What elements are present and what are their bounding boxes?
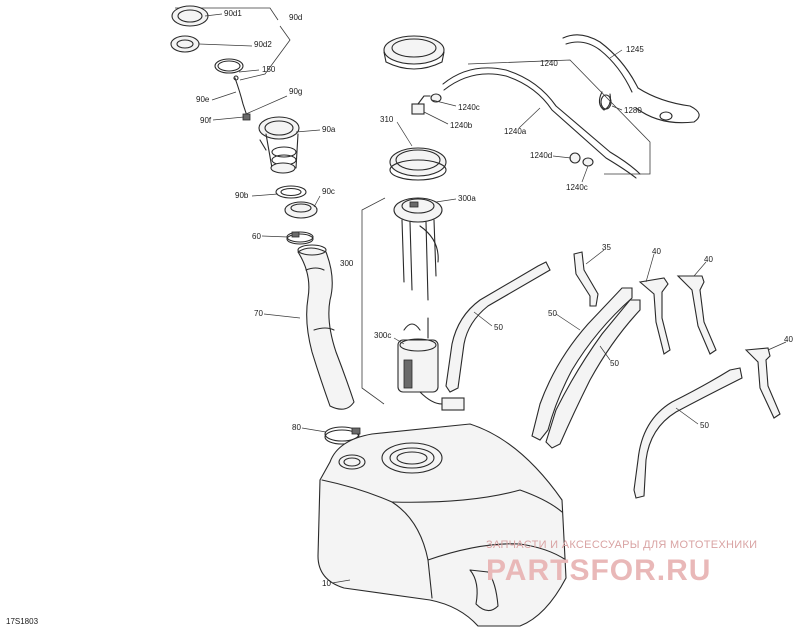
filler-neck [258, 116, 300, 174]
callout-40-a: 40 [652, 247, 661, 256]
callout-90f: 90f [200, 116, 212, 125]
callout-150: 150 [262, 65, 276, 74]
callout-90d2: 90d2 [254, 40, 272, 49]
callout-90e: 90e [196, 95, 210, 104]
callout-90d: 90d [289, 13, 302, 22]
lock-ring-310 [389, 147, 447, 181]
callout-1240c-bottom: 1240c [566, 183, 588, 192]
callout-50-b: 50 [548, 309, 557, 318]
callout-50-a: 50 [494, 323, 503, 332]
callout-50-c: 50 [610, 359, 619, 368]
callout-90c: 90c [322, 187, 335, 196]
filler-hose-70 [297, 244, 355, 410]
top-lock-ring [383, 35, 445, 70]
hose-clamp-60 [286, 231, 314, 245]
callout-10: 10 [322, 579, 331, 588]
callout-90a: 90a [322, 125, 336, 134]
callout-labels: 90d1 90d 90d2 150 90g 90e 90f 90a 90b 90… [196, 9, 793, 588]
callout-300c: 300c [374, 331, 391, 340]
callout-300: 300 [340, 259, 354, 268]
callout-40-c: 40 [784, 335, 793, 344]
vent-lines [411, 34, 700, 179]
callout-40-b: 40 [704, 255, 713, 264]
callout-50-d: 50 [700, 421, 709, 430]
callout-90g: 90g [289, 87, 302, 96]
callout-1240a: 1240a [504, 127, 527, 136]
callout-1240: 1240 [540, 59, 558, 68]
diagram-reference-code: 17S1803 [6, 617, 39, 626]
gasket-and-nut [275, 185, 318, 219]
callout-70: 70 [254, 309, 263, 318]
callout-1245: 1245 [626, 45, 644, 54]
filler-cap-assembly [170, 5, 291, 121]
callout-1280: 1280 [624, 106, 642, 115]
callout-300a: 300a [458, 194, 476, 203]
watermark-tagline: ЗАПЧАСТИ И АКСЕССУАРЫ ДЛЯ МОТОТЕХНИКИ [486, 539, 757, 551]
callout-1240c-top: 1240c [458, 103, 480, 112]
watermark-logo: PARTSFOR.RU [486, 554, 711, 587]
fuel-tank [317, 423, 567, 627]
tank-straps [445, 251, 781, 499]
callout-60: 60 [252, 232, 261, 241]
callout-90b: 90b [235, 191, 249, 200]
callout-35: 35 [602, 243, 611, 252]
watermark: ЗАПЧАСТИ И АКСЕССУАРЫ ДЛЯ МОТОТЕХНИКИ PA… [486, 539, 757, 587]
callout-1240d: 1240d [530, 151, 552, 160]
fuel-pump-assembly [361, 197, 465, 411]
callout-1240b: 1240b [450, 121, 473, 130]
callout-80: 80 [292, 423, 301, 432]
leader-lines [198, 13, 787, 584]
callout-310: 310 [380, 115, 394, 124]
callout-90d1: 90d1 [224, 9, 242, 18]
